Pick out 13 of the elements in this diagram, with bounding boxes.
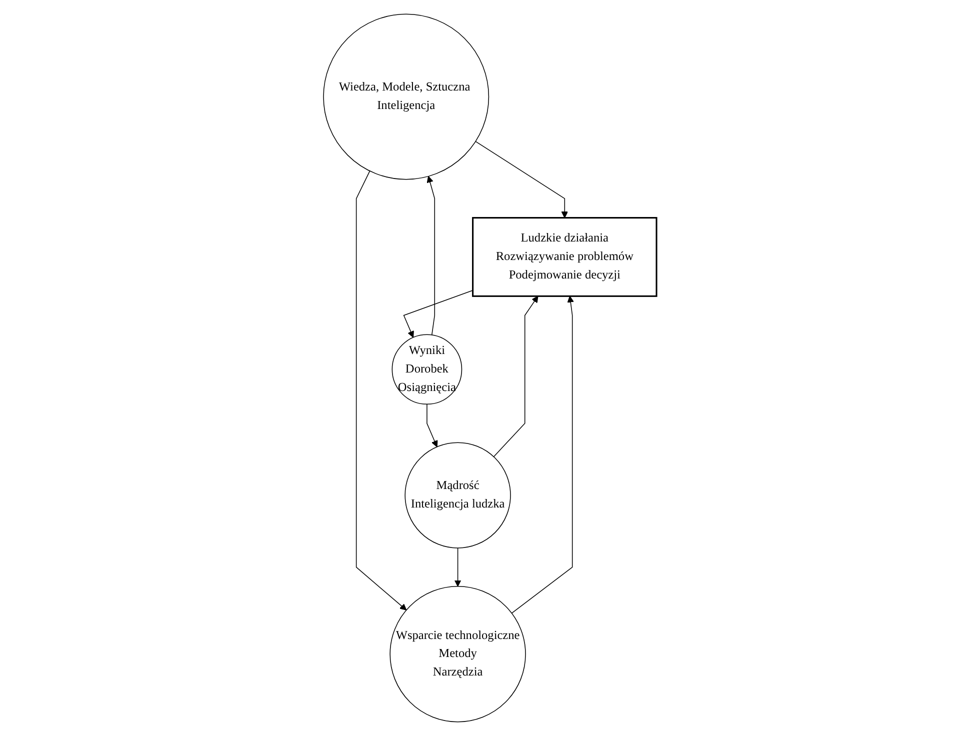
node-box: Ludzkie działania Rozwiązywanie problemów Podejmowanie decyzji bbox=[472, 217, 657, 297]
arrow bbox=[426, 404, 438, 448]
node-circle: Wyniki Dorobek Osiągnięcia bbox=[391, 334, 462, 405]
arrow bbox=[355, 170, 406, 610]
arrow bbox=[402, 290, 473, 338]
arrow bbox=[454, 548, 461, 587]
arrow bbox=[492, 296, 538, 458]
arrow bbox=[510, 296, 574, 614]
node-circle: Wsparcie technologiczne Metody Narzędzia bbox=[389, 586, 526, 722]
arrow bbox=[474, 141, 568, 218]
node-circle: Mądrość Inteligencja ludzka bbox=[404, 442, 510, 548]
arrow bbox=[426, 176, 435, 336]
node-circle: Wiedza, Modele, Sztuczna Inteligencja bbox=[322, 14, 489, 180]
